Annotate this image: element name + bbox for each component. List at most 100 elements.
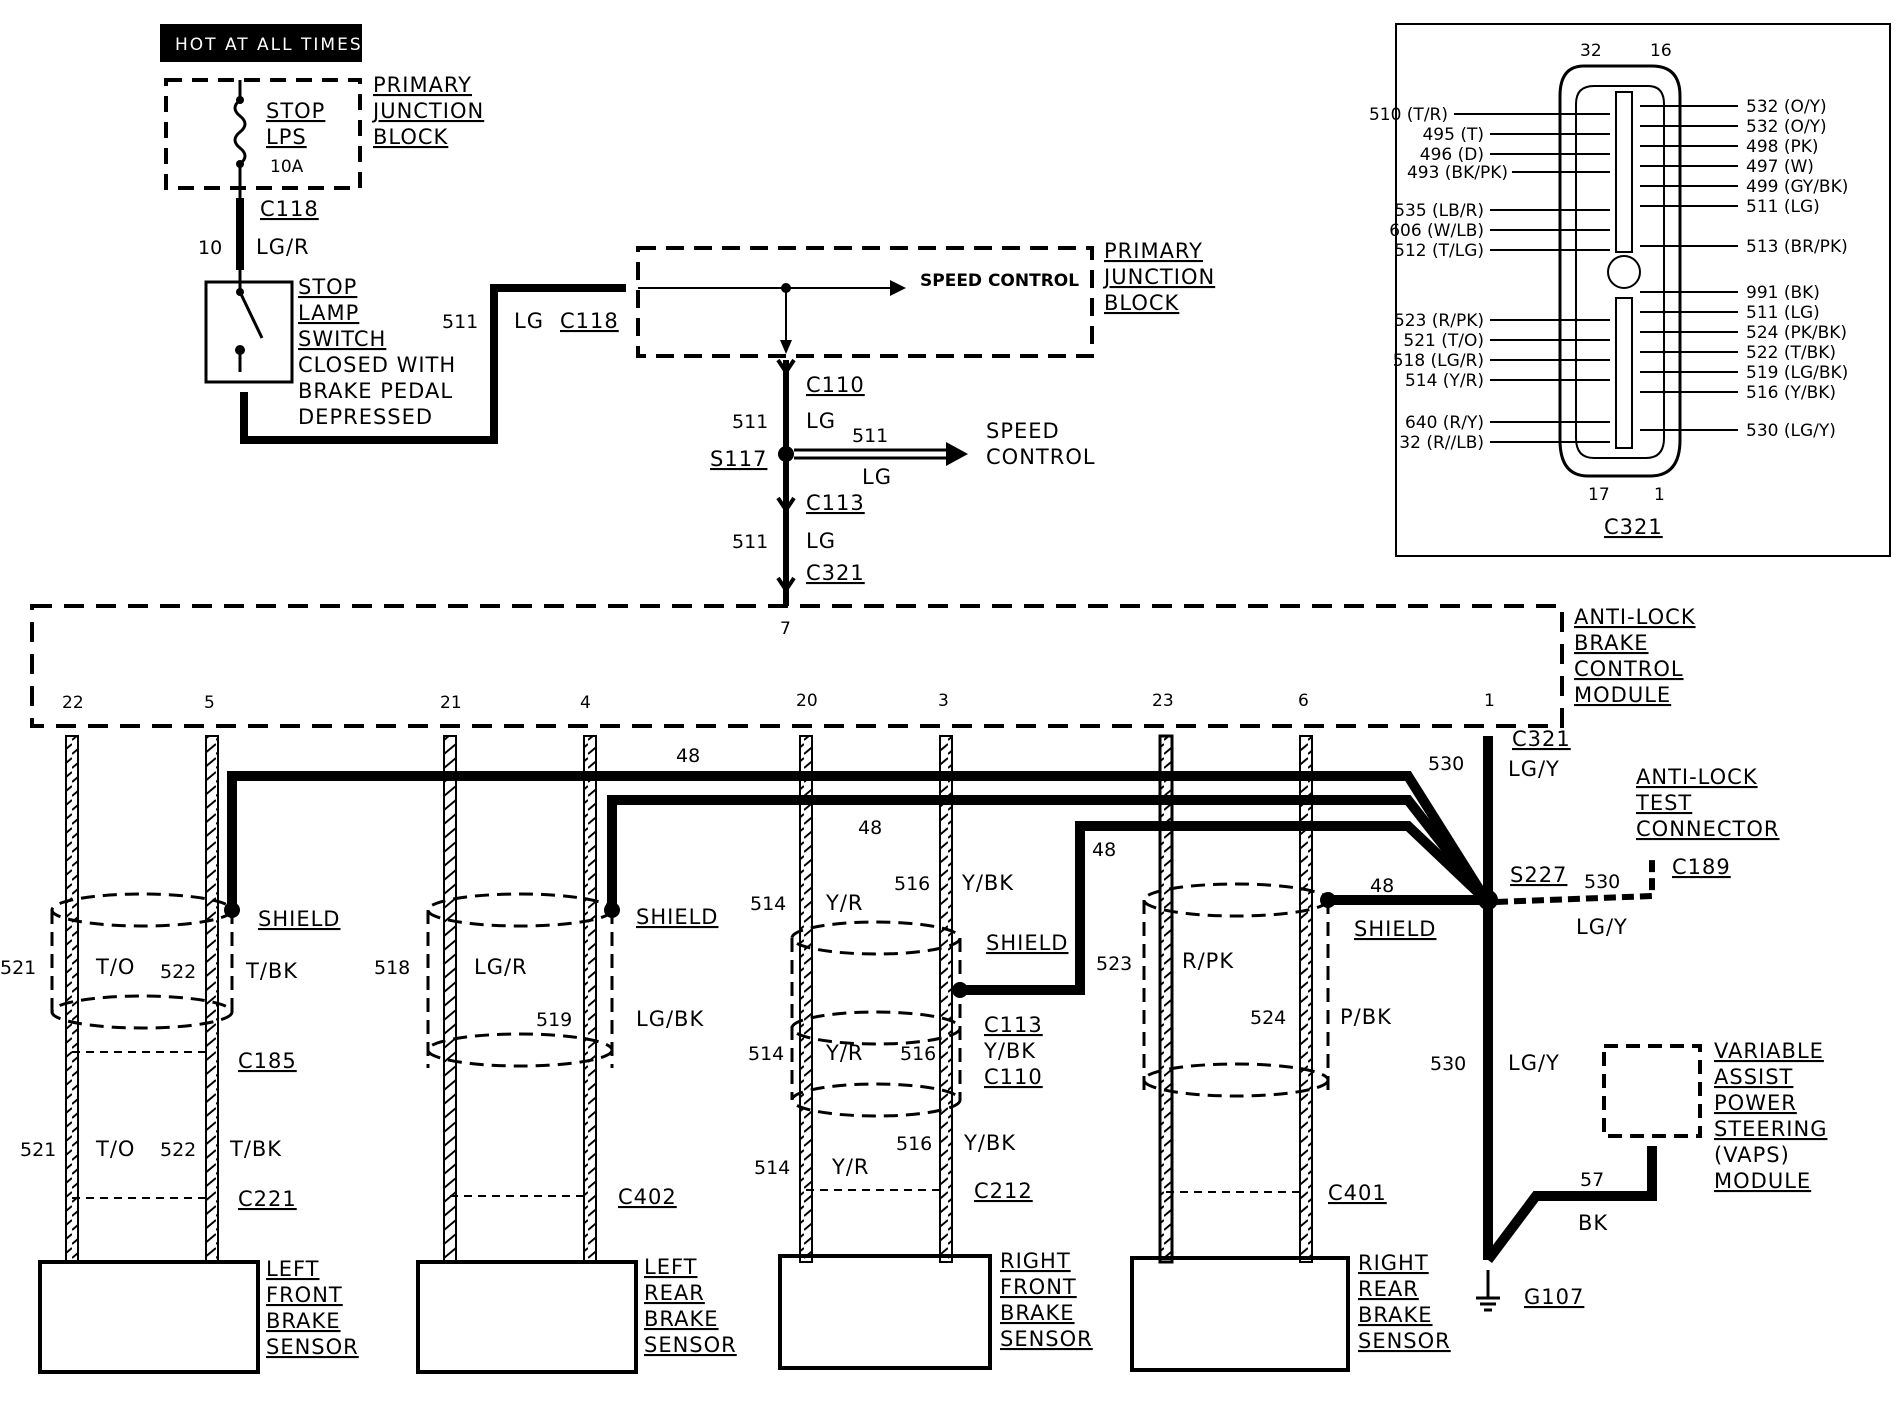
test-connector-1: ANTI-LOCK: [1636, 765, 1758, 789]
c321-bottom-left: 17: [1588, 485, 1610, 505]
wire-514-b: 514: [748, 1043, 784, 1065]
svg-text:518 (LG/R): 518 (LG/R): [1393, 351, 1484, 371]
svg-text:522 (T/BK): 522 (T/BK): [1746, 343, 1836, 363]
svg-text:516 (Y/BK): 516 (Y/BK): [1746, 383, 1836, 403]
hot-banner-text: HOT AT ALL TIMES: [175, 35, 363, 55]
abs-label-3: CONTROL: [1574, 657, 1684, 681]
pjb2-box: [636, 246, 1094, 358]
wire-518: 518: [374, 957, 410, 979]
s227-label: S227: [1510, 863, 1567, 887]
hot-banner: [160, 24, 362, 62]
fuse-rating: 10A: [270, 157, 304, 177]
speed-control-1: SPEED: [986, 419, 1060, 443]
pin-7: 7: [780, 619, 791, 639]
pin-3: 3: [938, 691, 949, 711]
pin-1: 1: [1484, 691, 1495, 711]
wire-ybk-a: Y/BK: [961, 871, 1014, 895]
svg-text:499 (GY/BK): 499 (GY/BK): [1746, 177, 1848, 197]
wire-lgbk: LG/BK: [636, 1007, 704, 1031]
c113-top: C113: [806, 491, 865, 515]
svg-text:496 (D): 496 (D): [1420, 145, 1484, 165]
wire-511-d: 511: [732, 531, 768, 553]
pjb1-line3: BLOCK: [373, 125, 449, 149]
wire-yr-c: Y/R: [831, 1155, 870, 1179]
svg-text:510 (T/R): 510 (T/R): [1369, 105, 1448, 125]
c212-label: C212: [974, 1179, 1033, 1203]
c321-body: [1558, 64, 1682, 478]
c321-left-pins: 510 (T/R) 495 (T) 496 (D) 493 (BK/PK) 53…: [1369, 105, 1508, 453]
s227-splice: [1478, 890, 1498, 910]
rf-2: FRONT: [1000, 1275, 1077, 1299]
c321-face-box: [1395, 23, 1891, 557]
pjb2-line1: PRIMARY: [1104, 239, 1203, 263]
c321-top: C321: [806, 561, 865, 585]
pin-6: 6: [1298, 691, 1309, 711]
svg-text:530 (LG/Y): 530 (LG/Y): [1746, 421, 1836, 441]
wire-523: 523: [1096, 953, 1132, 975]
wire-48-b: 48: [858, 817, 882, 839]
c189-label: C189: [1672, 855, 1731, 879]
vaps-box: [1602, 1044, 1702, 1138]
g107-label: G107: [1524, 1285, 1584, 1309]
test-connector-2: TEST: [1635, 791, 1692, 815]
lr-4: SENSOR: [644, 1333, 737, 1357]
wire-516-c: 516: [896, 1133, 932, 1155]
lf-2: FRONT: [266, 1283, 343, 1307]
pjb1-line1: PRIMARY: [373, 73, 472, 97]
rf-sensor-box: [778, 1254, 992, 1370]
wire-lgr-top: LG/R: [256, 235, 310, 259]
rr-4: SENSOR: [1358, 1329, 1451, 1353]
s117-label: S117: [710, 447, 767, 471]
s117-splice: [778, 446, 794, 462]
svg-text:991 (BK): 991 (BK): [1746, 283, 1820, 303]
svg-text:640 (R/Y): 640 (R/Y): [1405, 413, 1484, 433]
wire-tbk-b: T/BK: [229, 1137, 282, 1161]
wire-to-a: T/O: [95, 955, 135, 979]
wire-530-b: 530: [1584, 871, 1620, 893]
svg-text:514 (Y/R): 514 (Y/R): [1405, 371, 1484, 391]
svg-text:32 (R//LB): 32 (R//LB): [1399, 433, 1484, 453]
wire-bk: BK: [1578, 1211, 1608, 1235]
wire-530-c: 530: [1430, 1053, 1466, 1075]
c321-title: C321: [1604, 515, 1663, 539]
lf-4: SENSOR: [266, 1335, 359, 1359]
svg-text:511 (LG): 511 (LG): [1746, 197, 1820, 217]
rf-1: RIGHT: [1000, 1249, 1071, 1273]
pin-4: 4: [580, 693, 591, 713]
stop-lamp-switch: [204, 280, 294, 384]
wire-lg-a: LG: [514, 309, 544, 333]
c402-label: C402: [618, 1185, 677, 1209]
c110-mid: C110: [984, 1065, 1043, 1089]
rf-3: BRAKE: [1000, 1301, 1075, 1325]
svg-text:511 (LG): 511 (LG): [1746, 303, 1820, 323]
pin-23: 23: [1152, 691, 1174, 711]
speed-control-internal: SPEED CONTROL: [920, 271, 1079, 291]
vaps-4: STEERING: [1714, 1117, 1827, 1141]
vaps-2: ASSIST: [1714, 1065, 1793, 1089]
wire-48-d: 48: [1370, 875, 1394, 897]
wire-521-b: 521: [20, 1139, 56, 1161]
c185-label: C185: [238, 1049, 297, 1073]
c401-label: C401: [1328, 1181, 1387, 1205]
rr-2: REAR: [1358, 1277, 1419, 1301]
svg-text:535 (LB/R): 535 (LB/R): [1394, 201, 1484, 221]
wire-522-a: 522: [160, 961, 196, 983]
vaps-1: VARIABLE: [1714, 1039, 1824, 1063]
wire-lg-c: LG: [862, 465, 892, 489]
wire-tbk-a: T/BK: [245, 959, 298, 983]
vaps-3: POWER: [1714, 1091, 1797, 1115]
wire-57: 57: [1580, 1169, 1604, 1191]
wire-511-a: 511: [442, 311, 478, 333]
c321-top-left: 32: [1580, 41, 1602, 61]
wire-lg-b: LG: [806, 409, 836, 433]
pjb1-line2: JUNCTION: [371, 99, 484, 123]
wire-to-b: T/O: [95, 1137, 135, 1161]
svg-text:524 (PK/BK): 524 (PK/BK): [1746, 323, 1847, 343]
svg-text:606 (W/LB): 606 (W/LB): [1389, 221, 1484, 241]
c321-module: C321: [1512, 727, 1571, 751]
rr-1: RIGHT: [1358, 1251, 1429, 1275]
wire-522-b: 522: [160, 1139, 196, 1161]
wire-lgy-b: LG/Y: [1576, 915, 1628, 939]
lr-sensor-box: [416, 1260, 638, 1374]
